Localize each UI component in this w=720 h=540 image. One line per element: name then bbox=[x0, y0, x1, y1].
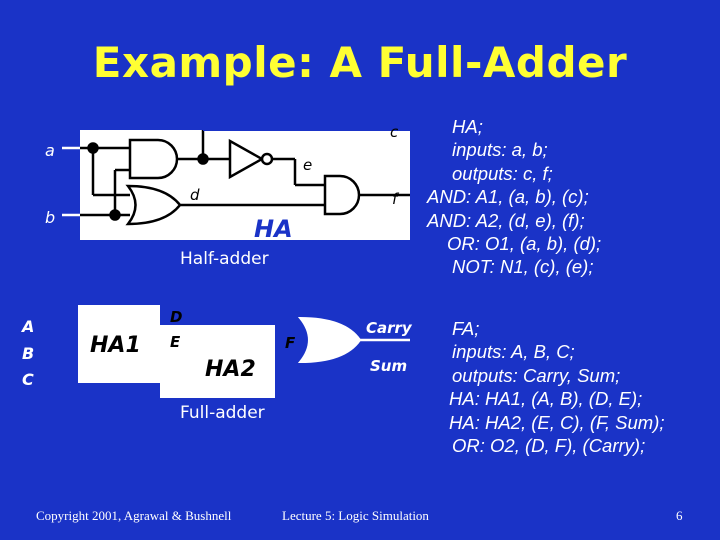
fa-label-F: F bbox=[285, 334, 296, 352]
ha-label-e: e bbox=[303, 156, 312, 174]
fa-label-sum: Sum bbox=[370, 357, 407, 375]
ha-line: HA; bbox=[452, 116, 483, 137]
not-gate-n1 bbox=[228, 138, 265, 180]
ha-label-a: a bbox=[45, 141, 55, 160]
footer-copyright: Copyright 2001, Agrawal & Bushnell bbox=[36, 508, 232, 523]
and-gate-a1 bbox=[128, 138, 179, 180]
ha-line: AND: A1, (a, b), (c); bbox=[427, 186, 589, 208]
ha2-label: HA2 bbox=[205, 357, 256, 382]
ha1-label: HA1 bbox=[90, 333, 141, 358]
fa-line: HA: HA2, (E, C), (F, Sum); bbox=[449, 411, 665, 433]
ha1-block bbox=[78, 305, 160, 383]
footer-lecture: Lecture 5: Logic Simulation bbox=[282, 508, 429, 523]
fa-line: outputs: Carry, Sum; bbox=[452, 364, 621, 386]
fa-label-C: C bbox=[22, 370, 34, 389]
footer-page-number: 6 bbox=[676, 508, 683, 523]
or-gate-o1 bbox=[125, 184, 182, 226]
or-gate-o2 bbox=[297, 316, 362, 364]
ha-label-c: c bbox=[390, 123, 399, 141]
full-adder-diagram bbox=[78, 305, 410, 398]
fa-label-A: A bbox=[20, 317, 34, 336]
ha-label-b: b bbox=[45, 208, 55, 227]
fa-label-D: D bbox=[170, 308, 182, 326]
half-adder-caption: Half-adder bbox=[180, 249, 269, 269]
and-gate-a2 bbox=[323, 174, 361, 216]
ha-line: OR: O1, (a, b), (d); bbox=[447, 233, 602, 255]
ha-label-d: d bbox=[190, 186, 200, 204]
ha-block-label: HA bbox=[254, 215, 293, 243]
ha2-block bbox=[160, 325, 275, 398]
ha-line: AND: A2, (d, e), (f); bbox=[427, 209, 585, 231]
fa-description: FA; inputs: A, B, C; outputs: Carry, Sum… bbox=[449, 317, 665, 457]
ha-line: inputs: a, b; bbox=[452, 139, 548, 161]
fa-line: HA: HA1, (A, B), (D, E); bbox=[449, 388, 643, 410]
fa-line: inputs: A, B, C; bbox=[452, 341, 575, 363]
ha-line: NOT: N1, (c), (e); bbox=[452, 256, 594, 278]
fa-label-E: E bbox=[170, 333, 181, 351]
ha-label-f: f bbox=[392, 190, 400, 208]
fa-line: OR: O2, (D, F), (Carry); bbox=[452, 435, 646, 457]
ha-description: HA; inputs: a, b; outputs: c, f; AND: A1… bbox=[427, 115, 642, 279]
ha-line: outputs: c, f; bbox=[452, 162, 553, 184]
slide-title: Example: A Full-Adder bbox=[92, 38, 628, 87]
full-adder-caption: Full-adder bbox=[180, 403, 265, 423]
fa-label-B: B bbox=[22, 344, 34, 363]
fa-line: FA; bbox=[452, 318, 480, 339]
fa-label-carry: Carry bbox=[366, 319, 413, 337]
